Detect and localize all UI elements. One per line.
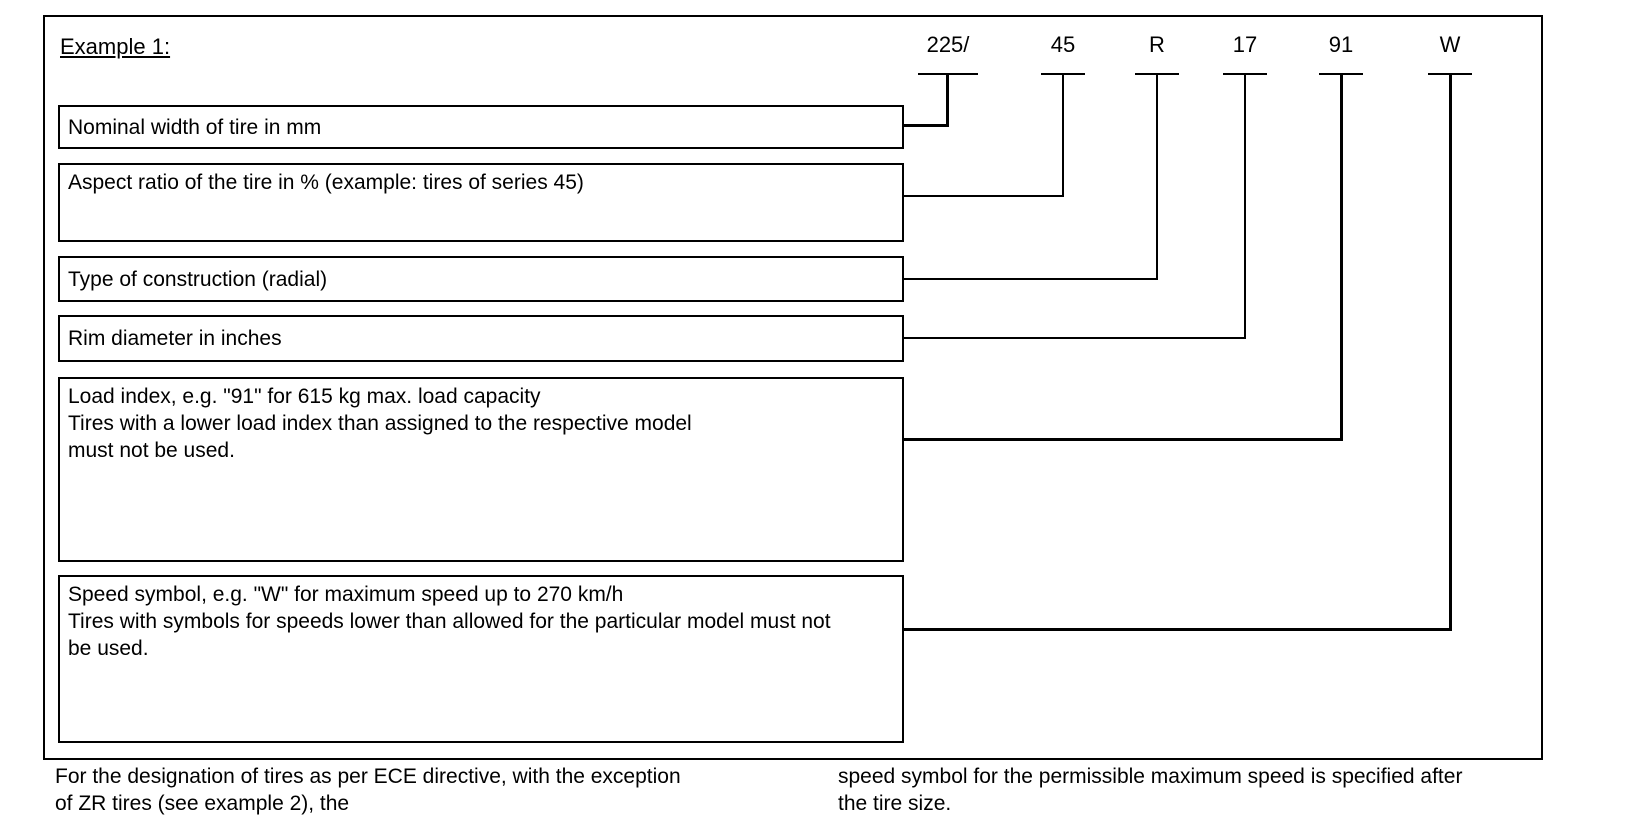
explanation-text: Aspect ratio of the tire in % (example: …: [68, 171, 584, 194]
leader-line-horizontal: [904, 438, 1343, 441]
explanation-text: Type of construction (radial): [68, 267, 328, 291]
leader-line-vertical: [1449, 73, 1452, 631]
tire-code-rim-diameter: 17: [1232, 32, 1258, 57]
leader-line-horizontal: [904, 195, 1064, 197]
explanation-box-load-index: Load index, e.g. "91" for 615 kg max. lo…: [58, 377, 904, 562]
explanation-box-construction: Type of construction (radial): [58, 256, 904, 302]
leader-line-horizontal: [904, 337, 1246, 339]
footer-note-right: speed symbol for the permissible maximum…: [838, 765, 1463, 815]
explanation-text: Speed symbol, e.g. "W" for maximum speed…: [68, 583, 831, 660]
leader-line-vertical: [1156, 73, 1158, 280]
example-title: Example 1:: [60, 34, 171, 59]
leader-line-vertical: [1062, 73, 1064, 197]
explanation-box-aspect-ratio: Aspect ratio of the tire in % (example: …: [58, 163, 904, 242]
diagram-border: [43, 15, 1543, 760]
explanation-box-speed-symbol: Speed symbol, e.g. "W" for maximum speed…: [58, 575, 904, 743]
explanation-text: Nominal width of tire in mm: [68, 115, 322, 139]
explanation-text: Load index, e.g. "91" for 615 kg max. lo…: [68, 385, 692, 462]
tire-code-construction: R: [1149, 32, 1165, 57]
footer-note-left: For the designation of tires as per ECE …: [55, 765, 681, 815]
leader-line-vertical: [1340, 73, 1343, 441]
leader-line-vertical: [1244, 73, 1246, 339]
explanation-box-rim-diameter: Rim diameter in inches: [58, 315, 904, 362]
explanation-box-nominal-width: Nominal width of tire in mm: [58, 105, 904, 149]
leader-line-horizontal: [904, 278, 1158, 280]
tire-code-load-index: 91: [1328, 32, 1354, 57]
tire-code-width: 225/: [926, 32, 970, 57]
leader-line-horizontal: [904, 124, 949, 127]
explanation-text: Rim diameter in inches: [68, 327, 282, 350]
leader-line-horizontal: [904, 628, 1452, 631]
tire-code-speed-symbol: W: [1439, 32, 1461, 57]
leader-line-vertical: [946, 73, 949, 127]
tire-code-aspect-ratio: 45: [1050, 32, 1076, 57]
